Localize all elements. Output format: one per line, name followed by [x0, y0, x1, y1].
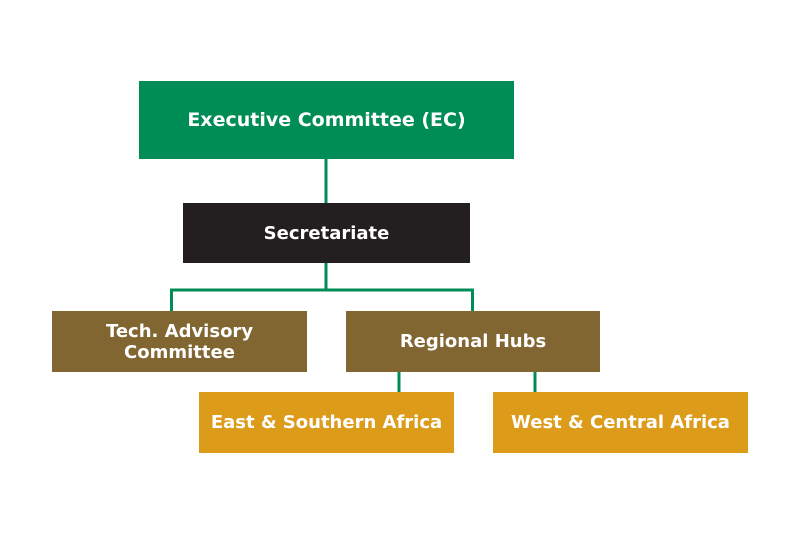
executive-committee-box: Executive Committee (EC) [139, 81, 514, 159]
east-southern-africa-box: East & Southern Africa [199, 392, 454, 453]
west-central-africa-box: West & Central Africa [493, 392, 748, 453]
secretariate-box: Secretariate [183, 203, 470, 263]
regional-hubs-box: Regional Hubs [346, 311, 600, 372]
